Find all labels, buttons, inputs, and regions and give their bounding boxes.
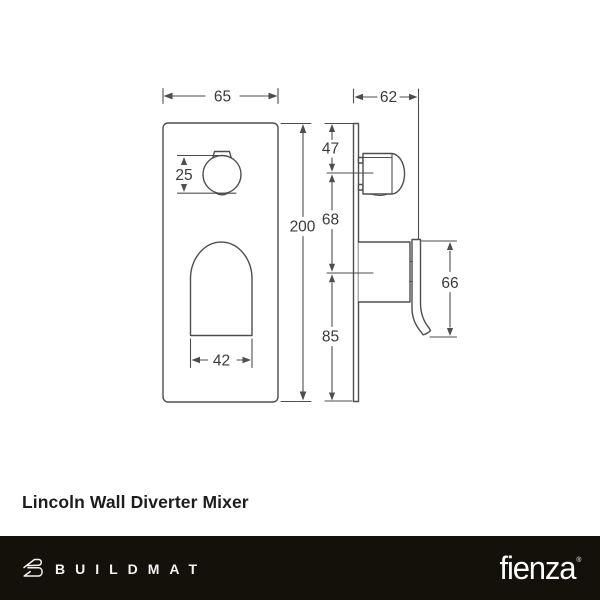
side-view	[352, 122, 432, 403]
front-view-dimensions	[162, 87, 312, 403]
lever-handle-side	[411, 238, 432, 336]
dim-42-extensions	[189, 338, 253, 369]
dimension-drawing-svg: 65 200 25 42 62 47 68 85 66	[162, 87, 459, 403]
buildmat-icon	[23, 558, 43, 577]
dim-200-label: 200	[290, 219, 316, 236]
dim-66-label: 66	[441, 275, 458, 292]
front-plate	[162, 122, 279, 403]
dim-25-extensions	[176, 154, 237, 194]
lever-cutout	[189, 241, 253, 337]
fienza-wordmark: fienza	[499, 550, 576, 586]
knob-side	[362, 152, 406, 195]
buildmat-wordmark: BUILDMAT	[55, 560, 208, 577]
dim-42-label: 42	[213, 353, 230, 370]
lever-blade-ticks	[409, 260, 413, 283]
wall-plate-side	[352, 122, 360, 403]
dim-85-label: 85	[322, 329, 339, 346]
brand-bar: BUILDMAT fienza®	[0, 536, 600, 600]
front-view	[162, 122, 279, 403]
chain-ticks	[324, 122, 354, 402]
dim-65-label: 65	[214, 89, 231, 106]
dim-65-extensions	[162, 87, 279, 105]
page-title: Lincoln Wall Diverter Mixer	[22, 492, 249, 512]
dim-62-extensions	[352, 88, 420, 241]
lever-body-side	[357, 241, 411, 303]
dim-25-label: 25	[175, 167, 192, 184]
technical-drawing: 65 200 25 42 62 47 68 85 66	[162, 87, 459, 403]
knob-side-details	[362, 152, 393, 197]
dim-47-label: 47	[322, 141, 339, 158]
side-view-dimensions	[324, 88, 458, 402]
chain-arrows	[328, 124, 336, 401]
dim-62-label: 62	[380, 89, 397, 106]
fienza-registered-mark: ®	[575, 557, 581, 564]
dim-25-arrows	[180, 157, 188, 192]
fienza-logo: fienza®	[499, 550, 581, 586]
buildmat-logo: BUILDMAT	[22, 556, 207, 580]
chain-mid-extensions	[326, 172, 374, 274]
dim-200-extensions	[280, 122, 312, 403]
dim-68-label: 68	[322, 212, 339, 229]
dim-66-extensions	[420, 240, 458, 338]
mixer-knob	[202, 154, 242, 195]
